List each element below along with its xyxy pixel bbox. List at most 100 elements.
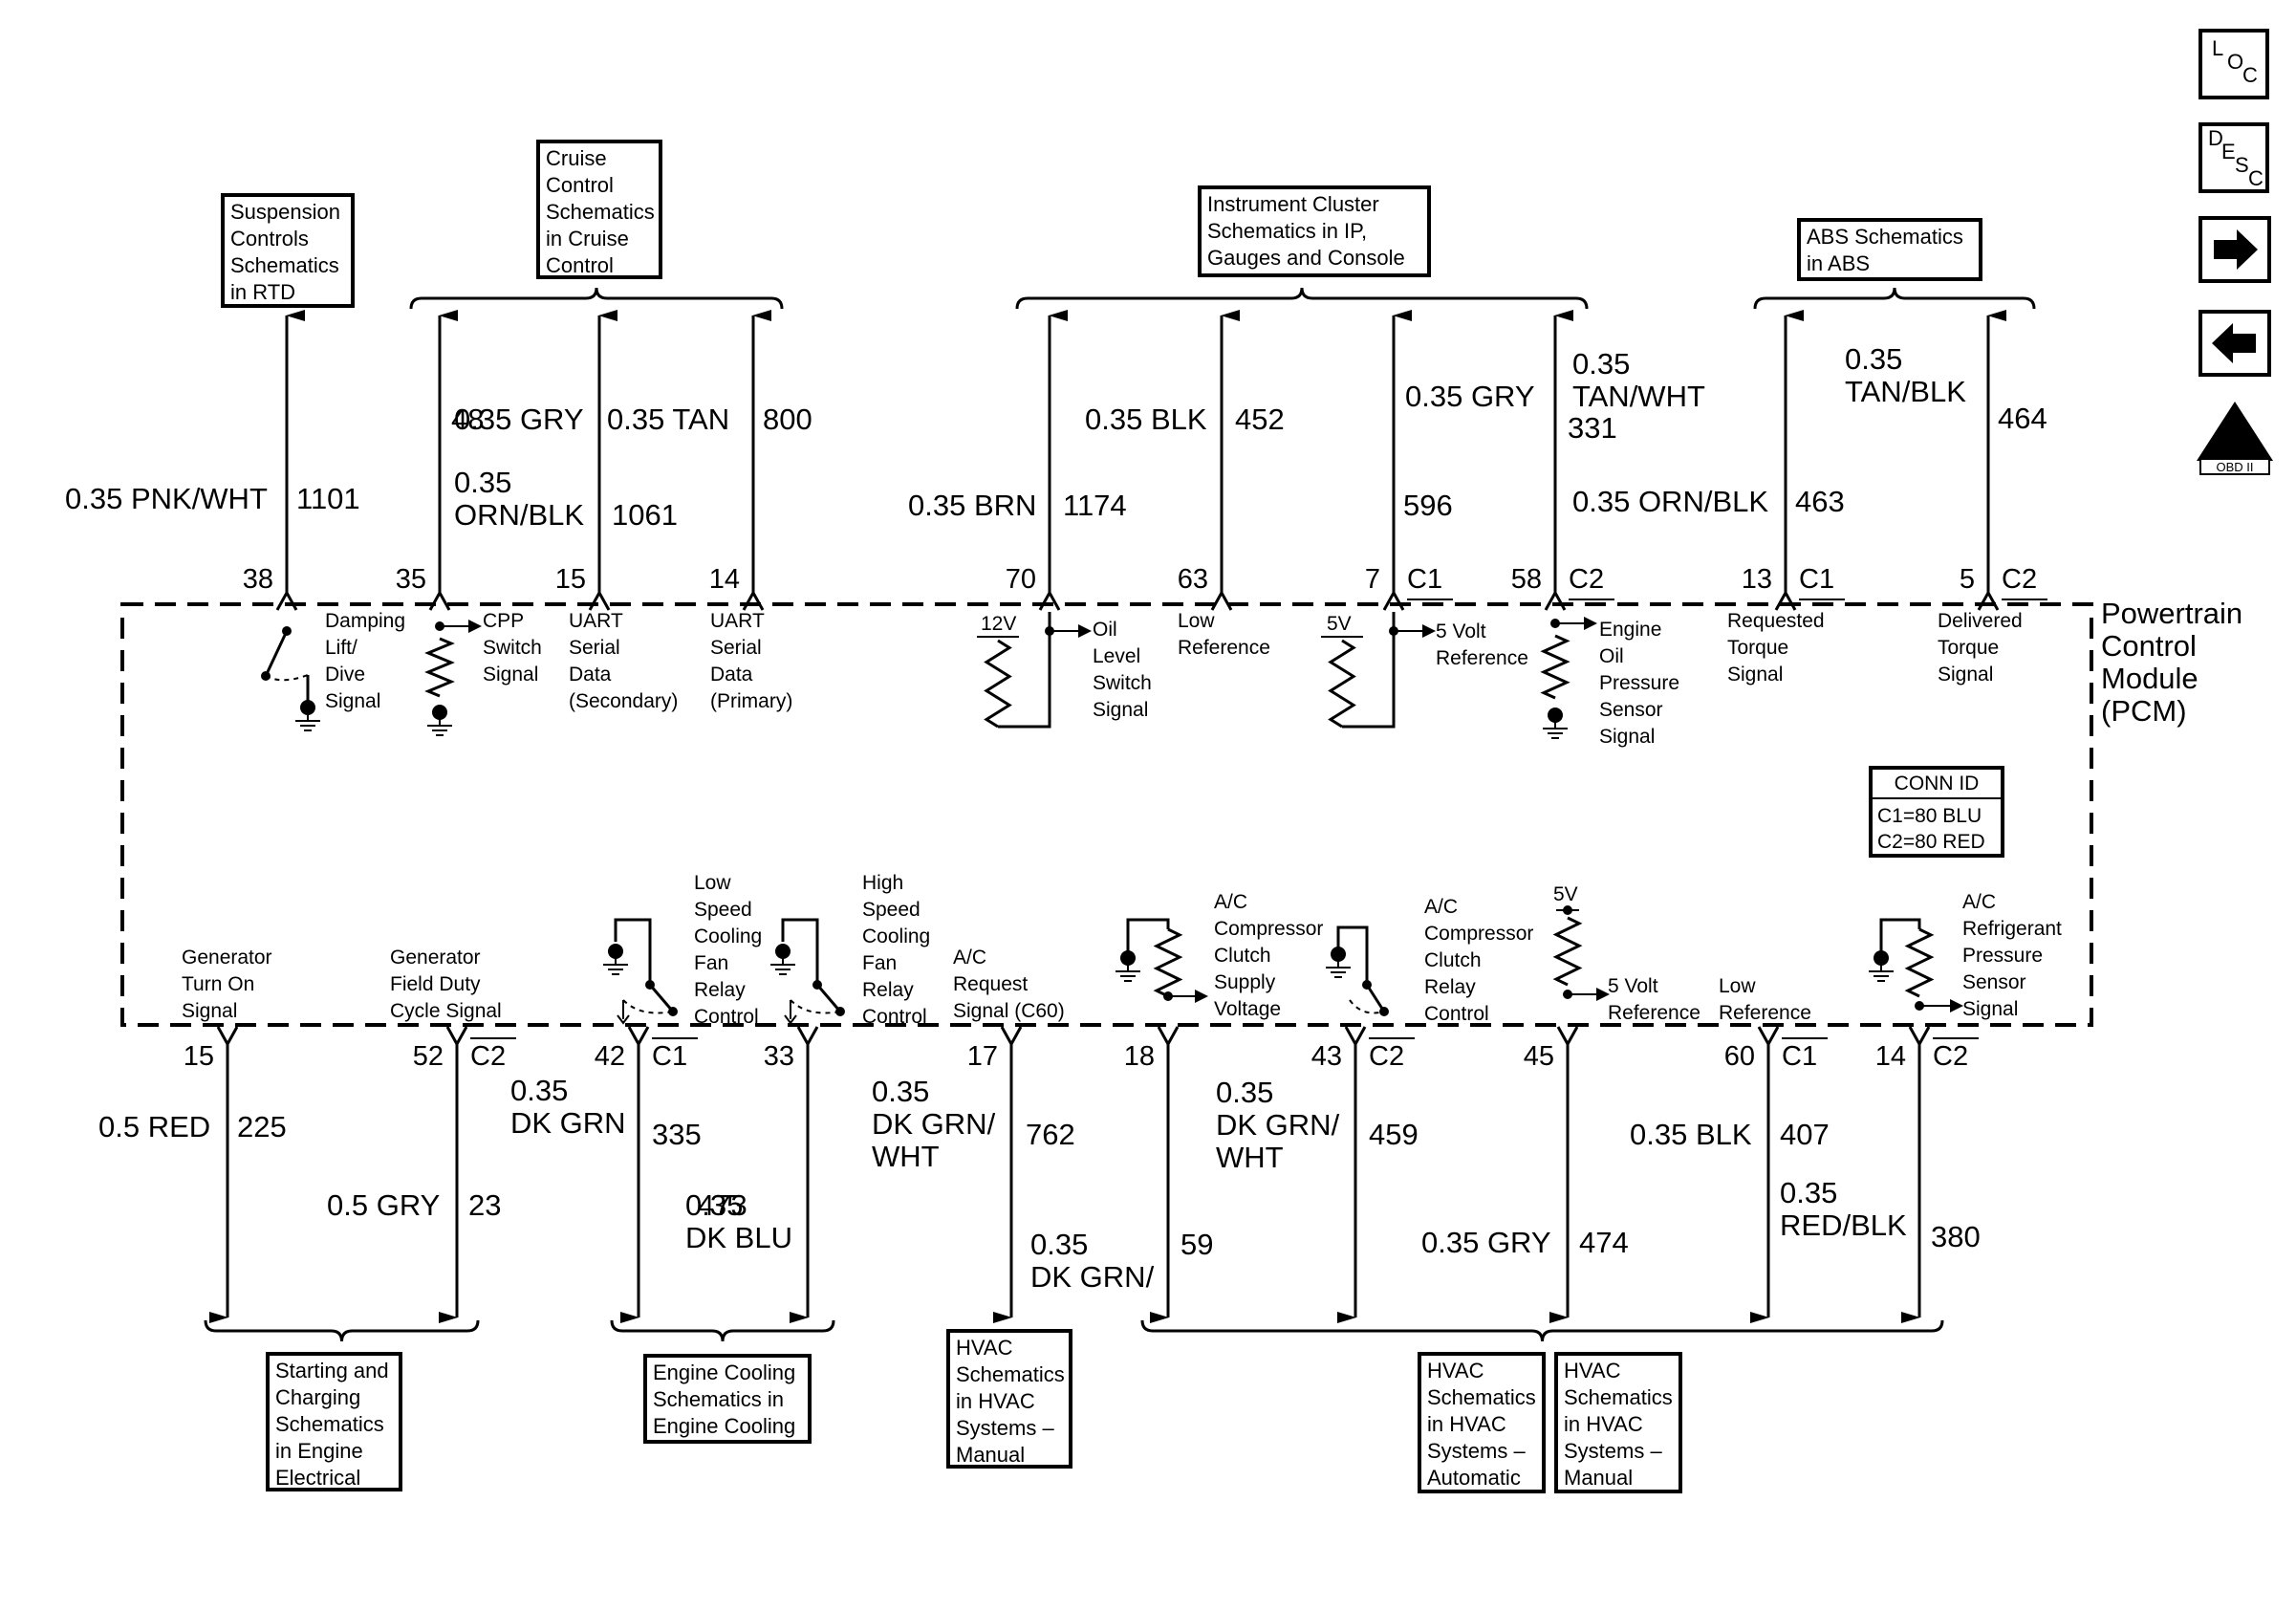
wire-color-label: TAN/BLK xyxy=(1845,375,1966,408)
connector-id: C1 xyxy=(652,1041,687,1072)
clutch-supply xyxy=(1126,918,1170,956)
pcm-title-line: Module xyxy=(2101,662,2199,695)
circuit-number: 380 xyxy=(1931,1220,1981,1253)
arrow-left-glyph xyxy=(2212,323,2256,363)
signal-label: Refrigerant xyxy=(1962,918,2062,940)
signal-label: Relay xyxy=(1424,976,1476,998)
desc-letter: S xyxy=(2235,153,2249,177)
switch-blade xyxy=(264,630,289,677)
brace-starting xyxy=(204,1319,480,1342)
brace-cruise xyxy=(409,287,784,310)
signal-arrow xyxy=(1584,617,1597,630)
signal-label: Cooling xyxy=(862,925,930,947)
signal-label: CPP xyxy=(483,610,524,632)
circuit-number: 800 xyxy=(763,403,812,436)
arrow-right-icon[interactable] xyxy=(2199,216,2271,283)
resistor xyxy=(984,639,1012,729)
wire-color-label: 0.35 xyxy=(1780,1176,1837,1209)
brace-hvac xyxy=(1140,1319,1944,1342)
obd-label-frame[interactable] xyxy=(2199,458,2270,475)
ref-box-cruise-line: Control xyxy=(546,173,614,197)
desc-icon-frame[interactable] xyxy=(2199,122,2269,193)
connector-id: C2 xyxy=(1933,1041,1968,1072)
ref-box-suspension xyxy=(221,193,355,308)
loc-icon-frame[interactable] xyxy=(2199,29,2269,99)
ref-box-hvac-manual-line: Manual xyxy=(956,1443,1025,1467)
signal-label: Signal xyxy=(325,690,380,712)
switch-blade xyxy=(648,984,675,1012)
signal-arrow xyxy=(1078,624,1092,638)
obd-triangle[interactable] xyxy=(2197,402,2273,461)
ref-box-hvac-automatic xyxy=(1418,1352,1546,1493)
wire-color-label: 0.35 PNK/WHT xyxy=(65,482,268,515)
ref-box-starting xyxy=(266,1352,402,1491)
switch-blade xyxy=(1365,984,1386,1012)
signal-label: Signal xyxy=(1093,699,1148,721)
switch-blade xyxy=(815,984,842,1012)
ref-box-hvac-automatic-line: in HVAC xyxy=(1427,1412,1506,1436)
pcm-title-line: (PCM) xyxy=(2101,694,2187,728)
signal-label: Request xyxy=(953,973,1028,995)
connector-id: C1 xyxy=(1407,564,1442,595)
signal-label: Sensor xyxy=(1599,699,1663,721)
signal-label: UART xyxy=(569,610,623,632)
signal-label: Generator xyxy=(390,947,481,969)
connector-id: C1 xyxy=(1782,1041,1817,1072)
wire-color-label: 0.35 GRY xyxy=(454,403,584,436)
connector-terminal xyxy=(1344,1026,1367,1048)
connector-terminal xyxy=(796,1026,819,1048)
ref-box-cruise xyxy=(536,140,662,279)
ref-box-starting-line: Electrical xyxy=(275,1466,360,1490)
relay-supply xyxy=(614,918,652,985)
pin-number: 14 xyxy=(1875,1041,1906,1072)
circuit-number: 1061 xyxy=(612,498,678,532)
wire-color-label: 0.35 xyxy=(454,466,511,499)
brace-cooling xyxy=(610,1319,835,1342)
wire-color-label: DK GRN/ xyxy=(1216,1108,1340,1142)
ref-box-cruise-line: in Cruise xyxy=(546,227,629,250)
switch-link xyxy=(622,999,674,1014)
arrow-left-icon[interactable] xyxy=(2199,310,2271,377)
wire-color-label: 0.35 xyxy=(1216,1076,1273,1109)
supply-5v-label-bottom: 5V xyxy=(1553,883,1578,905)
signal-label: Signal xyxy=(1727,664,1783,686)
signal-label: Torque xyxy=(1727,637,1788,659)
reference-loop xyxy=(1342,612,1396,729)
connector-terminal xyxy=(1908,1026,1931,1048)
ref-box-suspension-line: Suspension xyxy=(230,200,340,224)
signal-label: 5 Volt xyxy=(1436,620,1486,642)
circuit-number: 48 xyxy=(451,403,484,436)
ref-box-starting-line: in Engine xyxy=(275,1439,363,1463)
resistor xyxy=(1328,639,1356,729)
ref-box-abs-line: in ABS xyxy=(1807,251,1870,275)
ref-box-suspension-line: Controls xyxy=(230,227,309,250)
loc-icon[interactable]: LOC xyxy=(2199,29,2269,99)
signal-label: Dive xyxy=(325,664,365,686)
ref-box-cooling-line: Engine Cooling xyxy=(653,1414,795,1438)
loc-letter: L xyxy=(2212,36,2223,60)
connector-terminal xyxy=(1977,589,2000,611)
signal-label: Fan xyxy=(694,952,728,974)
signal-label: Data xyxy=(569,664,612,686)
connector-id: C2 xyxy=(1569,564,1604,595)
signal-arrow xyxy=(1195,990,1208,1003)
signal-label: High xyxy=(862,872,903,894)
wire-color-label: WHT xyxy=(1216,1141,1284,1174)
pcm-title-line: Powertrain xyxy=(2101,597,2242,630)
circuit-number: 225 xyxy=(237,1110,287,1143)
connector-terminal xyxy=(1382,589,1405,611)
ref-box-starting-line: Starting and xyxy=(275,1359,389,1382)
connector-terminal xyxy=(1157,1026,1180,1048)
